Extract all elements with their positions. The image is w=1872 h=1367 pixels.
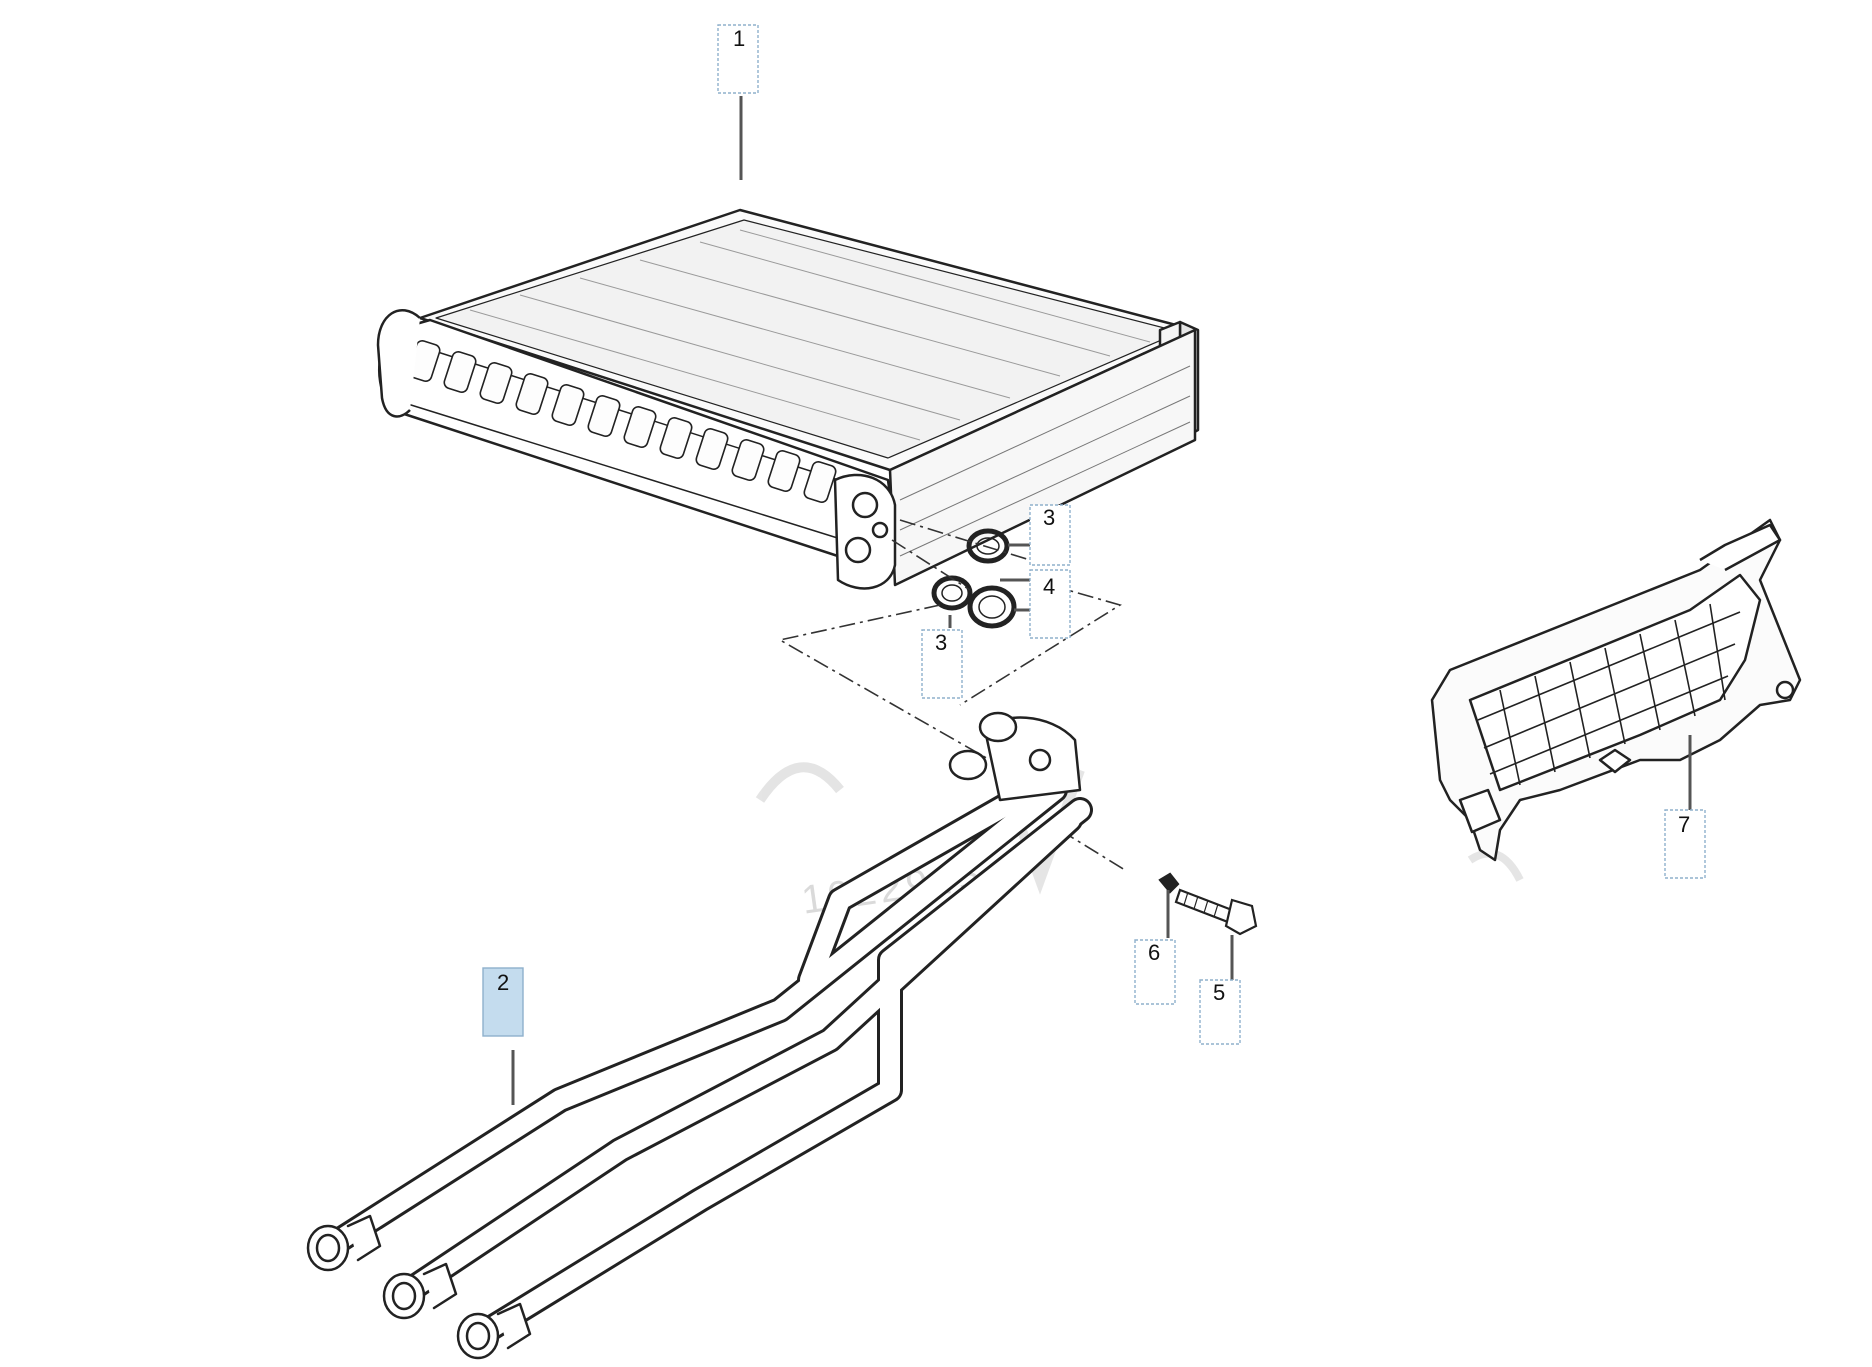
callout-label: 4 (1043, 574, 1055, 599)
callout-label: 2 (497, 970, 509, 995)
callout-6[interactable]: 6 (1134, 939, 1176, 1005)
callout-label: 3 (935, 630, 947, 655)
watermark: 1022945 (755, 762, 1524, 923)
callout-3-upper[interactable]: 3 (1029, 504, 1071, 566)
o-ring-seals (931, 528, 1017, 629)
coolant-pipe-assembly (306, 711, 1093, 1360)
callout-label: 5 (1213, 980, 1225, 1005)
callout-label: 1 (733, 26, 745, 51)
callout-5[interactable]: 5 (1199, 979, 1241, 1045)
callout-1[interactable]: 1 (717, 24, 759, 94)
heater-cover-panel (1430, 518, 1802, 862)
callout-7[interactable]: 7 (1664, 809, 1706, 879)
heater-core (376, 208, 1200, 590)
callout-4[interactable]: 4 (1029, 569, 1071, 639)
callouts: 1 2 3 4 3 6 5 7 (482, 24, 1706, 1045)
callout-3-lower[interactable]: 3 (921, 629, 963, 699)
callout-label: 7 (1678, 812, 1690, 837)
callout-label: 6 (1148, 940, 1160, 965)
callout-2[interactable]: 2 (482, 967, 524, 1037)
callout-label: 3 (1043, 505, 1055, 530)
bolt-and-clip (1158, 872, 1258, 936)
